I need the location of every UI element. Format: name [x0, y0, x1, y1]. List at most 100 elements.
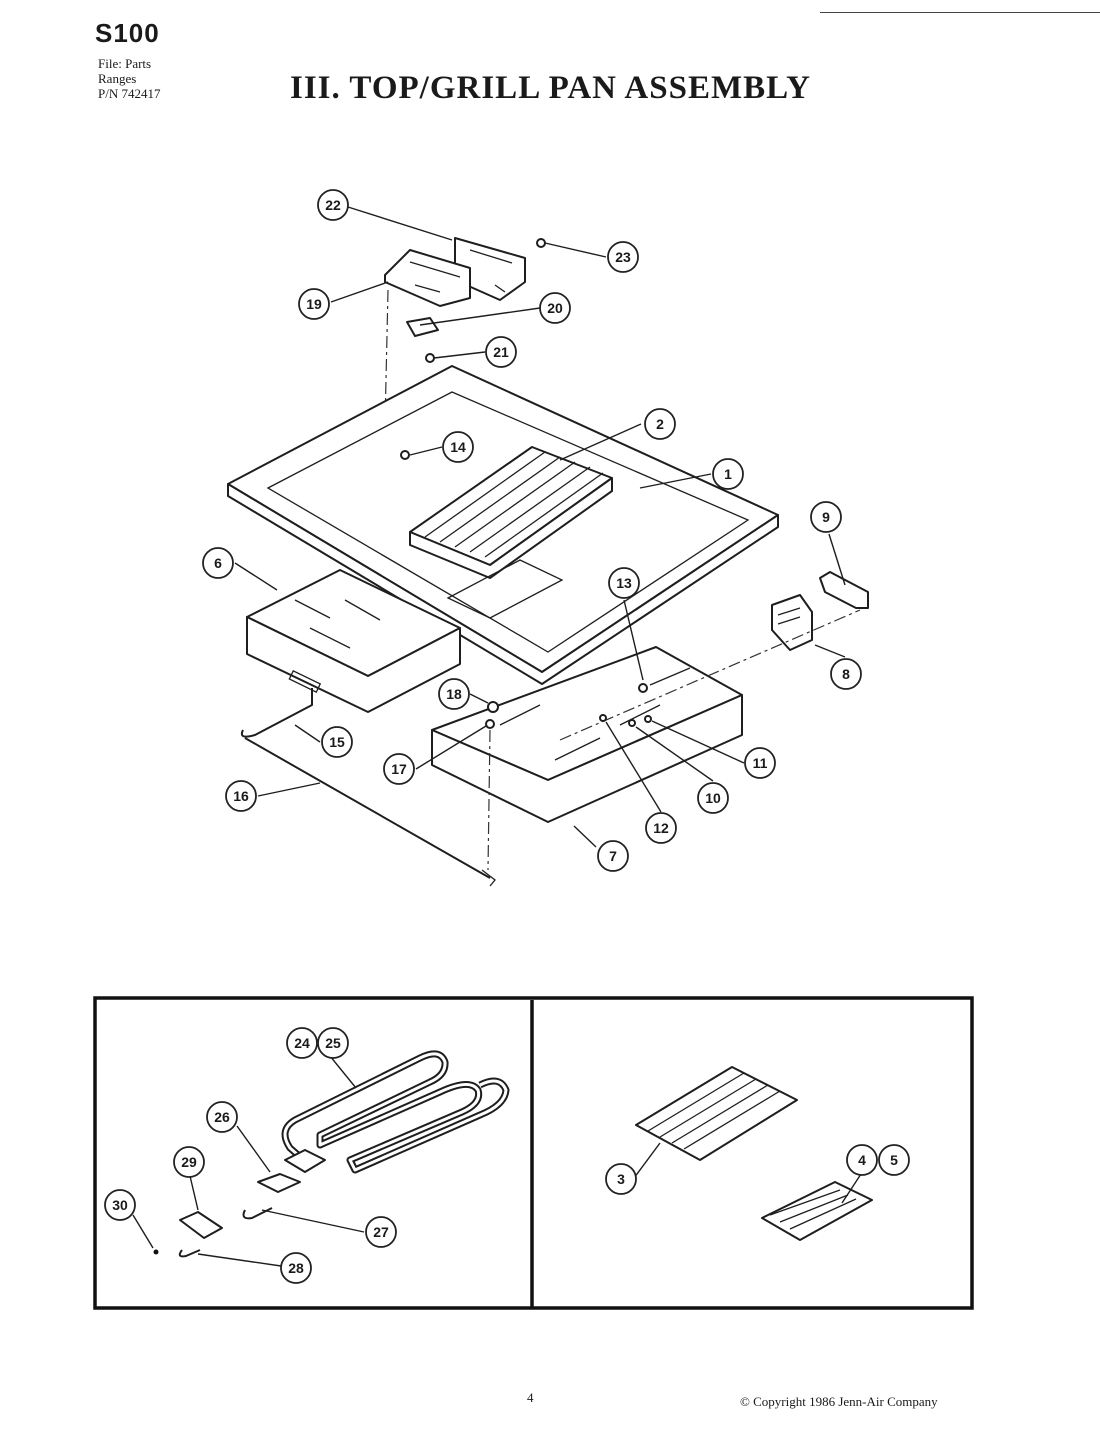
leader-line: [189, 1175, 199, 1211]
svg-text:26: 26: [214, 1109, 230, 1125]
leader-line: [261, 1209, 365, 1233]
svg-text:2: 2: [656, 416, 664, 432]
callout-12: 12: [645, 812, 677, 844]
leader-line: [347, 206, 453, 241]
callout-30: 30: [104, 1189, 136, 1221]
leader-line: [544, 242, 607, 258]
svg-text:4: 4: [858, 1152, 866, 1168]
screw-part: [644, 715, 652, 723]
callout-26: 26: [206, 1101, 238, 1133]
leader-line: [409, 446, 443, 456]
centerline: [487, 729, 491, 871]
callout-28: 28: [280, 1252, 312, 1284]
callout-16: 16: [225, 780, 257, 812]
rod-part: [244, 737, 491, 879]
callout-4: 4: [846, 1144, 878, 1176]
callout-19: 19: [298, 288, 330, 320]
callout-23: 23: [607, 241, 639, 273]
callout-21: 21: [485, 336, 517, 368]
leader-line: [197, 1253, 282, 1267]
control-panel-part: [384, 249, 471, 307]
leader-line: [234, 562, 278, 591]
screw-part: [599, 714, 607, 722]
leader-line: [841, 1173, 862, 1204]
callout-9: 9: [810, 501, 842, 533]
callout-7: 7: [597, 840, 629, 872]
page-number: 4: [527, 1390, 534, 1405]
callout-1: 1: [712, 458, 744, 490]
leader-line: [419, 307, 541, 326]
callout-2: 2: [644, 408, 676, 440]
svg-text:11: 11: [753, 755, 768, 771]
screw-part: [628, 719, 636, 727]
callout-18: 18: [438, 678, 470, 710]
file-line: File: Parts: [98, 56, 152, 71]
svg-text:5: 5: [890, 1152, 898, 1168]
leader-line: [651, 720, 745, 764]
svg-text:23: 23: [615, 249, 631, 265]
svg-text:24: 24: [294, 1035, 310, 1051]
svg-text:29: 29: [181, 1154, 197, 1170]
svg-text:25: 25: [325, 1035, 341, 1051]
callout-6: 6: [202, 547, 234, 579]
clip-part: [178, 1249, 201, 1258]
svg-text:17: 17: [391, 761, 407, 777]
callout-11: 11: [744, 747, 776, 779]
file-line: P/N 742417: [98, 86, 161, 101]
copyright-notice: © Copyright 1986 Jenn-Air Company: [740, 1394, 938, 1409]
svg-text:21: 21: [493, 344, 509, 360]
svg-text:3: 3: [617, 1171, 625, 1187]
leader-line: [433, 351, 486, 359]
callout-3: 3: [605, 1163, 637, 1195]
svg-text:12: 12: [653, 820, 669, 836]
leader-line: [329, 1055, 357, 1089]
file-line: Ranges: [98, 71, 137, 86]
svg-text:30: 30: [112, 1197, 128, 1213]
callout-24: 24: [286, 1027, 318, 1059]
svg-text:9: 9: [822, 509, 830, 525]
svg-text:6: 6: [214, 555, 222, 571]
leader-line: [814, 644, 846, 658]
callout-13: 13: [608, 567, 640, 599]
centerline: [559, 609, 861, 741]
model-number: S100: [95, 18, 160, 48]
leader-line: [573, 825, 597, 848]
callout-10: 10: [697, 782, 729, 814]
svg-text:1: 1: [724, 466, 732, 482]
left-drip-pan-part: [246, 569, 461, 713]
rock-tray-part: [761, 1181, 873, 1241]
callout-27: 27: [365, 1216, 397, 1248]
washer-part: [485, 719, 495, 729]
file-info: File: Parts Ranges P/N 742417: [98, 56, 160, 101]
screw-part: [536, 238, 546, 248]
rod-end: [481, 869, 496, 887]
callout-15: 15: [321, 726, 353, 758]
screw-part: [153, 1249, 159, 1255]
right-drip-pan-part: [431, 646, 743, 823]
heating-element-part: [281, 1050, 510, 1174]
svg-text:18: 18: [446, 686, 462, 702]
svg-text:27: 27: [373, 1224, 389, 1240]
nut-part: [425, 353, 435, 363]
svg-text:7: 7: [609, 848, 617, 864]
bracket-part: [819, 571, 869, 609]
callout-25: 25: [317, 1027, 349, 1059]
terminal-block-part: [257, 1173, 301, 1193]
svg-text:13: 13: [616, 575, 632, 591]
leader-line: [828, 533, 846, 586]
page-title: III. TOP/GRILL PAN ASSEMBLY: [290, 70, 811, 106]
leader-line: [633, 1142, 661, 1179]
svg-text:16: 16: [233, 788, 249, 804]
screw-part: [487, 701, 499, 713]
svg-text:10: 10: [705, 790, 721, 806]
callout-5: 5: [878, 1144, 910, 1176]
svg-text:20: 20: [547, 300, 563, 316]
lift-rod-part: [240, 688, 313, 738]
svg-text:22: 22: [325, 197, 341, 213]
svg-text:14: 14: [450, 439, 466, 455]
svg-text:15: 15: [329, 734, 345, 750]
clip-part: [638, 683, 648, 693]
receptacle-part: [771, 594, 813, 651]
leader-line: [415, 725, 487, 770]
callout-22: 22: [317, 189, 349, 221]
